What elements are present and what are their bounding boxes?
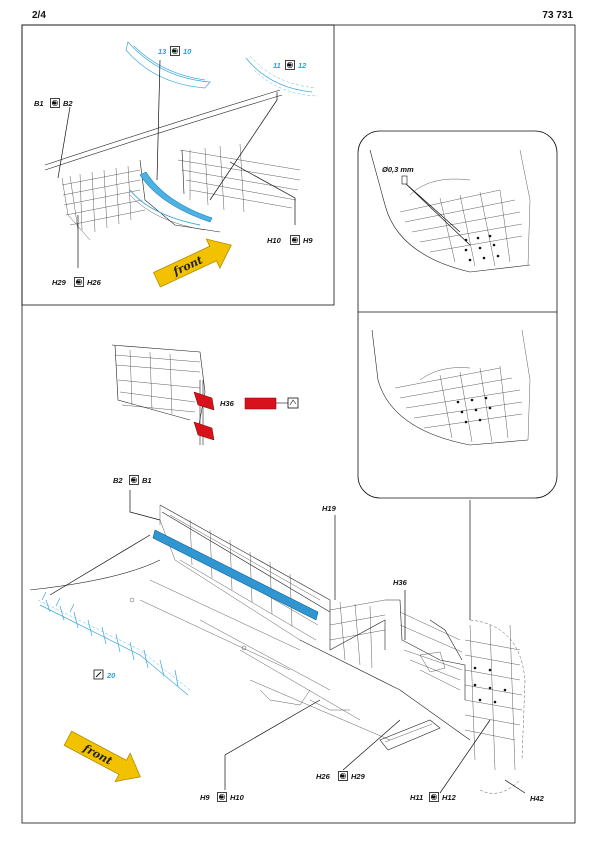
label-part-20: 20	[93, 669, 116, 680]
inset-fuselage-drawing	[44, 41, 319, 268]
leader-b2-b1	[129, 490, 161, 521]
svg-text:B1: B1	[142, 476, 152, 485]
bend-icon	[290, 235, 300, 245]
bend-icon	[285, 60, 295, 70]
label-h42: H42	[530, 794, 545, 803]
label-h29-h26: H29 H26	[52, 277, 102, 287]
label-h19: H19	[322, 504, 337, 513]
svg-text:H26: H26	[87, 278, 102, 287]
svg-text:B2: B2	[113, 476, 123, 485]
svg-text:H10: H10	[267, 236, 282, 245]
svg-text:10: 10	[183, 47, 192, 56]
label-h10-h9: H10 H9	[267, 235, 313, 245]
fold-icon	[287, 397, 299, 409]
svg-text:H9: H9	[303, 236, 313, 245]
svg-text:H29: H29	[351, 772, 366, 781]
bend-icon	[170, 46, 180, 56]
front-arrow-bottom: front	[63, 730, 141, 783]
leader-h9-h10	[224, 699, 321, 790]
svg-text:H26: H26	[316, 772, 331, 781]
label-diameter: Ø0,3 mm	[382, 165, 414, 185]
main-fuselage-drawing	[29, 500, 526, 794]
svg-text:H29: H29	[52, 278, 67, 287]
detail-lower-drawing	[371, 329, 531, 446]
bend-icon	[429, 792, 439, 802]
svg-text:Ø0,3 mm: Ø0,3 mm	[382, 165, 414, 174]
label-h36-small: H36	[220, 397, 299, 410]
svg-text:B1: B1	[34, 99, 44, 108]
label-h11-h12: H11 H12	[410, 792, 457, 802]
page-number: 2/4	[32, 10, 46, 21]
detail-panel-right	[357, 130, 558, 499]
svg-text:H36: H36	[220, 399, 235, 408]
label-part-13-10: 13 10	[158, 46, 192, 56]
label-h26-h29: H26 H29	[316, 771, 366, 781]
svg-text:H11: H11	[410, 793, 423, 802]
front-arrow-top: front	[153, 238, 232, 288]
blue-part-20	[37, 591, 191, 696]
bend-icon	[129, 475, 139, 485]
svg-text:H9: H9	[200, 793, 210, 802]
label-h36-main: H36	[393, 578, 408, 587]
svg-text:12: 12	[298, 61, 307, 70]
svg-text:13: 13	[158, 47, 167, 56]
inset-panel-top-left	[21, 24, 335, 306]
leader-h26-h29	[342, 719, 401, 771]
svg-text:20: 20	[106, 671, 116, 680]
bend-icon	[338, 771, 348, 781]
svg-text:H12: H12	[442, 793, 457, 802]
label-b1-b2-top: B1 B2	[34, 98, 73, 108]
bend-icon	[217, 792, 227, 802]
label-h9-h10: H9 H10	[200, 792, 245, 802]
catalog-number: 73 731	[542, 10, 573, 21]
bend-icon	[74, 277, 84, 287]
svg-text:H10: H10	[230, 793, 245, 802]
svg-text:11: 11	[273, 61, 281, 70]
leader-h42	[504, 779, 526, 794]
bend-icon	[50, 98, 60, 108]
label-b2-b1: B2 B1	[113, 475, 152, 485]
red-part-swatch	[244, 397, 277, 410]
detail-upper-drawing	[369, 149, 531, 273]
leader-h11-h12	[439, 719, 491, 794]
drill-icon	[401, 175, 408, 185]
label-part-11-12: 11 12	[273, 60, 307, 70]
leader-part-20	[49, 534, 151, 596]
svg-text:B2: B2	[63, 99, 73, 108]
h36-detail-drawing	[111, 344, 215, 445]
